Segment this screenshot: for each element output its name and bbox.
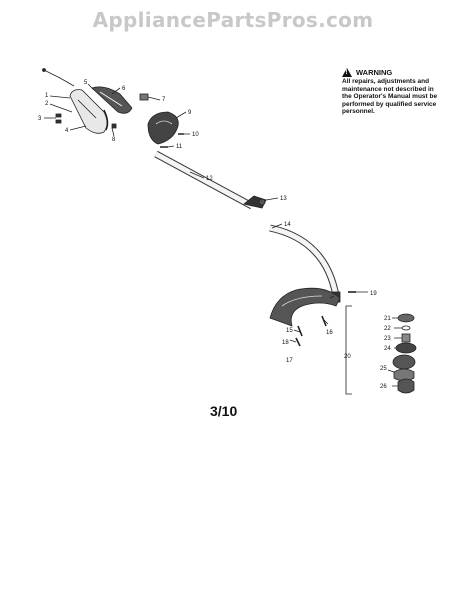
screw <box>55 119 62 124</box>
engine-housing <box>147 111 179 145</box>
callout-label: 1 <box>45 93 49 99</box>
callout-label: 5 <box>84 80 88 86</box>
page-number: 3/10 <box>210 403 238 419</box>
guard-screw-18 <box>321 315 327 327</box>
callout-label: 4 <box>65 128 69 134</box>
callout-label: 14 <box>284 222 291 228</box>
watermark: AppliancePartsPros.com <box>92 8 374 32</box>
assembly-bracket <box>345 305 352 395</box>
guard-bolt-15 <box>297 325 303 337</box>
warning-header: WARNING <box>342 68 442 77</box>
callout-labels: 1 2 3 4 5 6 7 8 9 10 11 12 13 14 15 16 1… <box>38 80 391 390</box>
callout-label: 13 <box>280 196 287 202</box>
throttle-cable <box>43 69 75 87</box>
callout-label: 9 <box>188 110 192 116</box>
spool-cap <box>397 313 415 323</box>
callout-label: 23 <box>384 336 391 342</box>
callout-label: 6 <box>122 86 126 92</box>
spool <box>392 354 416 370</box>
callout-label: 3 <box>38 116 42 122</box>
callout-label: 25 <box>380 366 387 372</box>
callout-label: 16 <box>326 330 333 336</box>
spool-housing <box>395 342 417 354</box>
callout-label: 24 <box>384 346 391 352</box>
throttle-trigger <box>103 109 109 131</box>
screw <box>55 113 62 118</box>
washer <box>401 325 411 331</box>
callout-label: 20 <box>344 354 351 360</box>
callout-label: 26 <box>380 384 387 390</box>
callout-label: 11 <box>176 144 183 150</box>
callout-label: 21 <box>384 316 391 322</box>
cable-end <box>42 68 46 72</box>
callout-label: 22 <box>384 326 391 332</box>
callout-label: 18 <box>282 340 289 346</box>
callout-label: 12 <box>206 176 213 182</box>
callout-label: 15 <box>286 328 293 334</box>
callout-label: 7 <box>162 97 166 103</box>
callout-label: 2 <box>45 101 49 107</box>
warning-text: All repairs, adjustments and maintenance… <box>342 78 438 116</box>
screw <box>111 123 117 129</box>
callout-label: 19 <box>370 291 377 297</box>
warning-box: WARNING All repairs, adjustments and mai… <box>342 68 442 116</box>
callout-label: 10 <box>192 132 199 138</box>
clip-part <box>139 93 149 101</box>
debris-guard <box>269 287 341 327</box>
warning-title: WARNING <box>356 67 393 77</box>
warning-icon <box>342 68 352 77</box>
line-spool <box>393 368 415 382</box>
callout-label: 8 <box>112 137 116 143</box>
spring <box>401 333 411 343</box>
bump-knob <box>397 378 415 394</box>
callout-label: 17 <box>286 358 293 364</box>
guard-bolt-16 <box>295 337 301 347</box>
